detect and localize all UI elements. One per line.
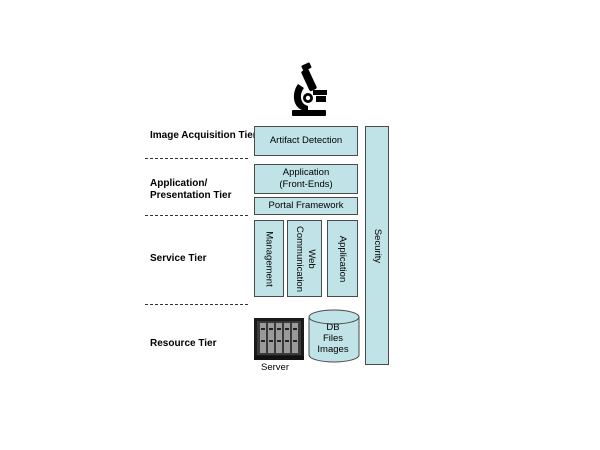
- server-icon: [254, 318, 304, 360]
- portal-framework-box: Portal Framework: [254, 197, 358, 215]
- database-icon: [308, 309, 360, 363]
- tier-label-service: Service Tier: [150, 253, 207, 264]
- management-label: Management: [264, 230, 276, 287]
- artifact-detection-label: Artifact Detection: [269, 135, 343, 146]
- portal-framework-label: Portal Framework: [268, 200, 344, 211]
- tier-label-resource: Resource Tier: [150, 338, 217, 349]
- application-service-label: Application: [337, 235, 349, 282]
- security-box: Security: [365, 126, 389, 365]
- security-label: Security: [372, 228, 384, 263]
- application-service-box: Application: [327, 220, 358, 297]
- application-front-ends-box: Application (Front-Ends): [254, 164, 358, 194]
- tier-divider: [145, 158, 248, 159]
- tier-label-image-acquisition: Image Acquisition Tier: [150, 130, 257, 141]
- web-communication-label: Web Communication: [293, 225, 317, 292]
- application-front-ends-label: Application (Front-Ends): [279, 167, 333, 190]
- tier-divider: [145, 215, 248, 216]
- database-label: DB Files Images: [317, 322, 349, 355]
- server-caption: Server: [261, 362, 289, 373]
- microscope-icon: [292, 62, 327, 116]
- management-box: Management: [254, 220, 284, 297]
- web-communication-box: Web Communication: [287, 220, 322, 297]
- tier-divider: [145, 304, 248, 305]
- tier-label-application: Application/ Presentation Tier: [150, 178, 232, 201]
- artifact-detection-box: Artifact Detection: [254, 126, 358, 156]
